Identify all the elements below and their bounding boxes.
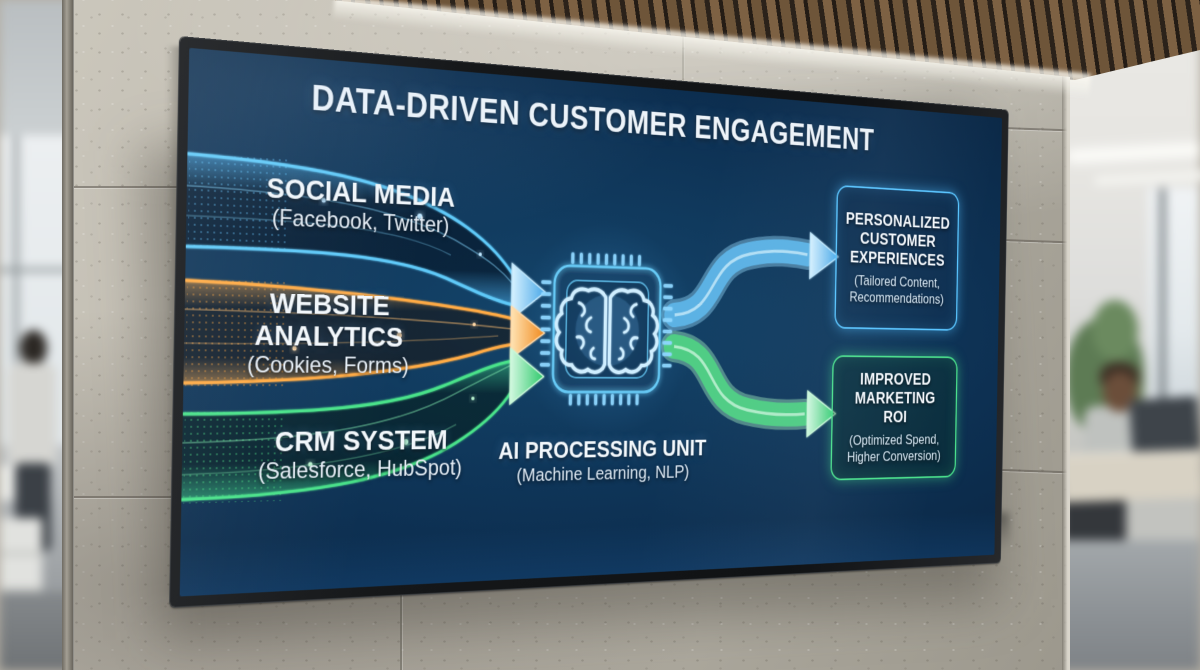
source-label-website-analytics: WEBSITE ANALYTICS (Cookies, Forms) [221,286,434,379]
ceiling-light [1094,170,1200,186]
outcome-card-improved-roi: IMPROVED MARKETING ROI (Optimized Spend,… [830,355,958,481]
panel-seam [74,496,184,498]
window-frame [0,268,74,272]
window-frame [14,135,18,445]
display-panel: DATA-DRIVEN CUSTOMER ENGAGEMENT SOCIAL M… [179,47,1003,597]
processor-name: AI PROCESSING UNIT [498,434,707,465]
source-label-crm-system: CRM SYSTEM (Salesforce, HubSpot) [214,424,500,486]
processor-label: AI PROCESSING UNIT (Machine Learning, NL… [463,434,737,488]
drawer-seam [0,588,42,591]
desk [1061,449,1200,503]
panel-seam [74,186,188,188]
ai-chip [539,252,673,406]
person-silhouette-head [20,330,47,366]
output-arrow-blue [675,227,839,319]
outcome-name: IMPROVED MARKETING ROI [854,369,936,427]
outcome-name: PERSONALIZED CUSTOMER EXPERIENCES [845,208,951,271]
source-name: WEBSITE ANALYTICS [254,287,404,354]
panel-seam [400,585,402,670]
wall-corner-trim [62,0,74,670]
window [1148,188,1200,424]
outcome-detail: (Optimized Spend, Higher Conversion) [846,431,941,466]
plant [1092,300,1138,360]
flow-diagram [180,48,1002,597]
source-name: CRM SYSTEM [274,424,448,459]
drawer-seam [0,552,42,555]
output-arrow-green [672,346,836,438]
ceiling-light [1067,144,1200,162]
source-detail: (Cookies, Forms) [246,351,410,379]
data-stream-blue [185,150,547,320]
wall-corner-trim [1062,0,1070,670]
outcome-detail: (Tailored Content, Recommendations) [849,272,944,308]
data-stream-orange [183,276,545,387]
person-silhouette-body [8,363,56,467]
window-frame [1160,188,1165,424]
wall-mounted-display: DATA-DRIVEN CUSTOMER ENGAGEMENT SOCIAL M… [170,37,1009,607]
outcome-card-personalized-experiences: PERSONALIZED CUSTOMER EXPERIENCES (Tailo… [834,184,960,331]
